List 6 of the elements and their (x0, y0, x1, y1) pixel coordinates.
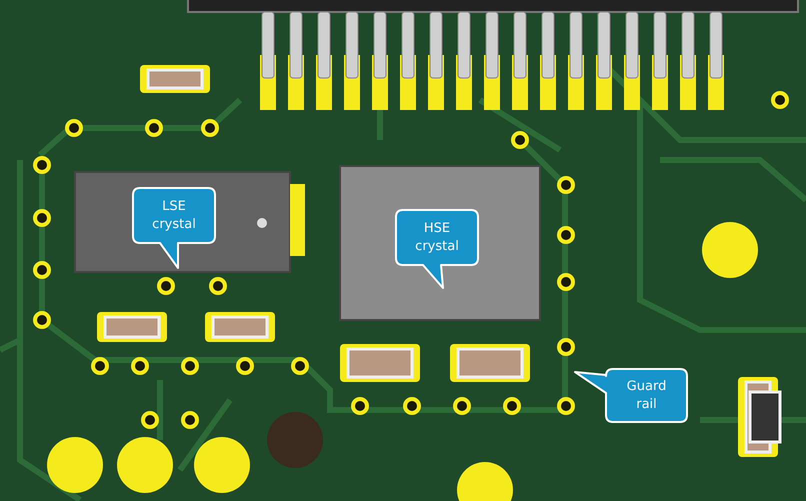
callout-text: Guard rail (626, 378, 668, 414)
callout-text: LSE crystal (151, 198, 197, 234)
callout-bubble (132, 187, 216, 269)
callout-text: HSE crystal (414, 220, 460, 256)
callout-bubble (574, 368, 688, 423)
callout-bubble (395, 209, 479, 289)
